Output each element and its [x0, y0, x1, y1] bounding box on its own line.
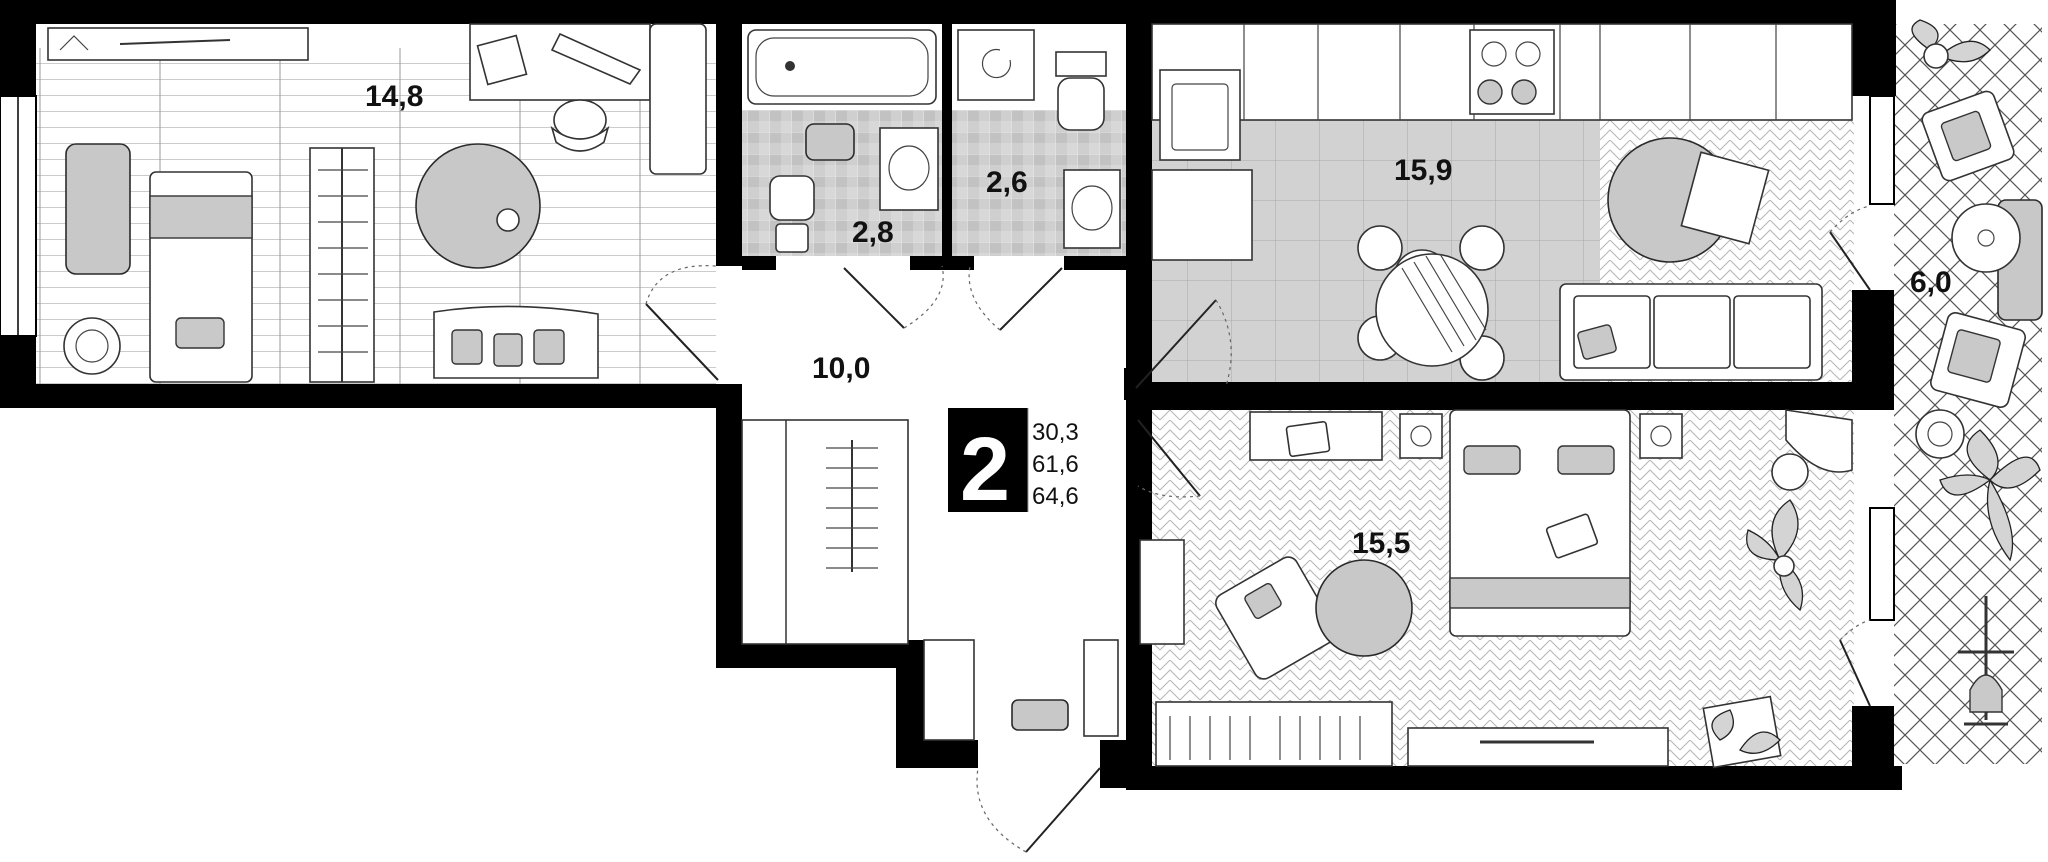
- plant-icon: [1746, 499, 1804, 612]
- fridge: [1151, 169, 1253, 261]
- bathroom: 2,8: [747, 29, 939, 253]
- room-count: 2: [960, 420, 1010, 520]
- fan-icon: [1915, 409, 1965, 459]
- area-label: 10,0: [812, 352, 870, 385]
- desk-chair: [1771, 409, 1853, 491]
- area-label: 2,6: [986, 166, 1028, 199]
- apartment-badge: 2 30,3 61,6 64,6: [948, 408, 1079, 520]
- shoe-cabinet: [923, 639, 975, 741]
- bed-icon: [149, 171, 253, 383]
- round-stool: [63, 317, 121, 375]
- area-label: 14,8: [365, 80, 423, 113]
- sink-icon: [1159, 69, 1241, 161]
- hallway: 10,0: [741, 352, 1119, 741]
- area-label: 6,0: [1910, 266, 1952, 299]
- bookshelf: [1139, 539, 1185, 645]
- fur-rug: [65, 143, 131, 275]
- balcony: 6,0: [1910, 19, 2043, 726]
- door: [1135, 299, 1217, 389]
- bedroom-left: 14,8: [47, 23, 707, 383]
- bedroom-master: 15,5: [1139, 409, 1853, 769]
- entry-mat: [1011, 699, 1069, 731]
- room-count-badge: [948, 408, 1028, 512]
- nightstand: [1399, 413, 1443, 459]
- walls: [0, 0, 1902, 790]
- wardrobe-icon: [1155, 701, 1393, 767]
- stove-icon: [1469, 29, 1555, 115]
- side-table: [1951, 203, 2021, 273]
- bathtub-icon: [747, 29, 937, 105]
- ball: [496, 208, 520, 232]
- washing-machine-icon: [957, 29, 1035, 101]
- area-label: 15,9: [1394, 154, 1452, 187]
- nightstand: [1639, 413, 1683, 459]
- bookshelf: [649, 23, 707, 175]
- tv-stand: [1407, 727, 1669, 767]
- sofa-icon: [1559, 283, 1823, 381]
- toilet-room: 2,6: [957, 29, 1121, 249]
- bath-mat: [805, 123, 855, 161]
- door: [1829, 231, 1871, 291]
- total-area: 61,6: [1032, 451, 1079, 478]
- armchair-icon: [1921, 90, 2015, 182]
- bed-icon: [1449, 409, 1631, 637]
- sink-icon: [879, 127, 939, 211]
- shelf: [47, 27, 309, 61]
- area-label: 15,5: [1352, 527, 1410, 560]
- windows: [0, 95, 1895, 621]
- plant-icon: [1939, 429, 2041, 562]
- toilet-icon: [1055, 51, 1107, 131]
- sofa-icon: [433, 305, 599, 379]
- door: [843, 267, 905, 329]
- armchair-icon: [1215, 556, 1337, 680]
- easel: [1958, 596, 2014, 726]
- toilet-icon: [769, 175, 815, 253]
- doors: [645, 205, 1871, 853]
- dining-table-icon: [1357, 225, 1505, 381]
- shoe-rack: [1083, 639, 1119, 737]
- living-area: 30,3: [1032, 419, 1079, 446]
- door: [1137, 419, 1201, 497]
- plant-icon: [1911, 19, 1991, 69]
- total-area-with-balcony: 64,6: [1032, 483, 1079, 510]
- kitchen-living: 15,9: [1151, 23, 1853, 381]
- wardrobe-icon: [741, 419, 909, 645]
- door: [645, 303, 719, 381]
- door: [999, 267, 1063, 331]
- round-rug: [1315, 559, 1413, 657]
- office-chair: [550, 99, 610, 152]
- door: [1839, 639, 1871, 707]
- wardrobe-icon: [309, 147, 375, 383]
- plant-icon: [1702, 695, 1782, 769]
- coffee-table: [1680, 151, 1770, 245]
- area-label: 2,8: [852, 216, 894, 249]
- round-rug: [415, 143, 541, 269]
- sink-icon: [1063, 169, 1121, 249]
- armchair-icon: [1930, 312, 2026, 408]
- entrance-door: [1025, 767, 1101, 853]
